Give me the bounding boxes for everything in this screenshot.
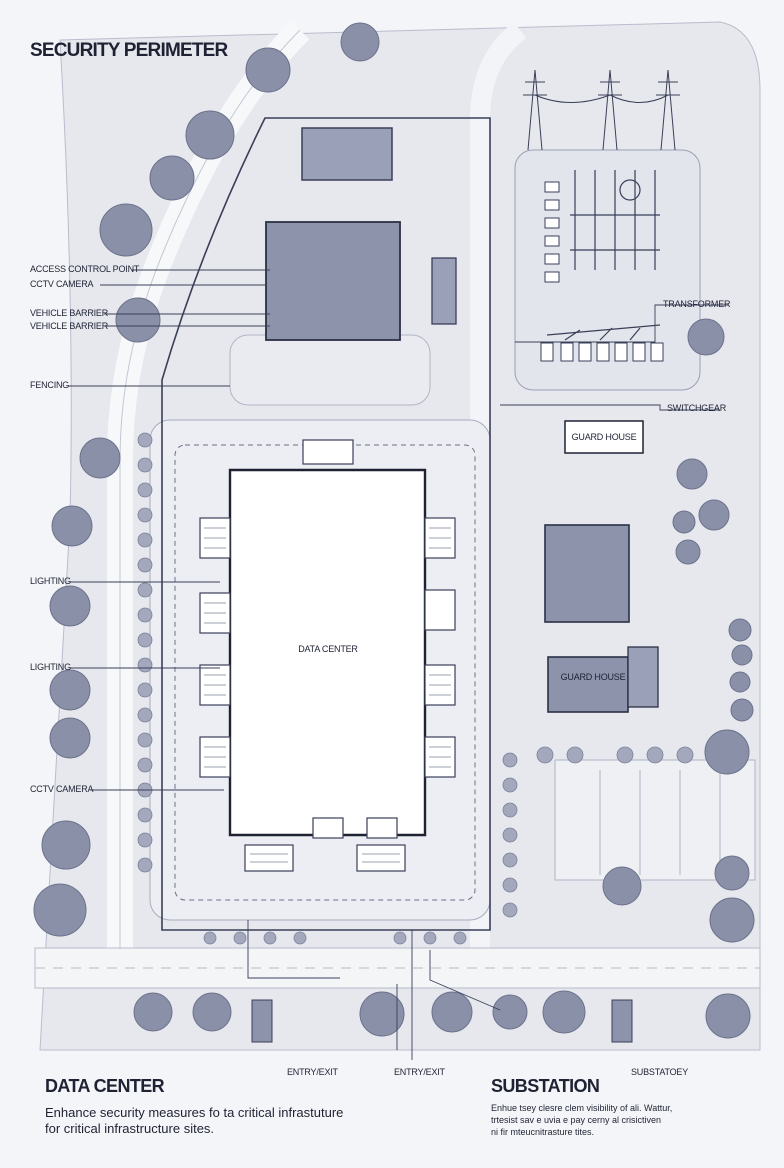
callout-entry-exit-2: ENTRY/EXIT — [394, 1067, 445, 1077]
footer-right-text-3: ni fir mteucnitrasture tites. — [491, 1127, 595, 1137]
data-center-building — [228, 468, 427, 837]
footer-right-text-2: trtesist sav e uvia e pay cerny al crisi… — [491, 1115, 662, 1125]
storage-building — [431, 257, 457, 325]
north-building — [301, 127, 393, 181]
guard-house-1-block — [564, 420, 644, 454]
callout-vehicle-barrier-1: VEHICLE BARRIER — [30, 308, 109, 318]
page-title: SECURITY PERIMETER — [30, 40, 228, 61]
footer-left-heading: DATA CENTER — [45, 1076, 165, 1096]
leader-lines — [68, 269, 728, 1060]
callout-lighting-1: LIGHTING — [30, 576, 71, 586]
callout-cctv-camera-top: CCTV CAMERA — [30, 279, 94, 289]
east-building — [544, 524, 630, 623]
label-guard-house-1: GUARD HOUSE — [571, 432, 637, 442]
switchgear-equipment — [540, 181, 664, 362]
callout-substation-small: SUBSTATOEY — [631, 1067, 689, 1077]
callout-access-control-point: ACCESS CONTROL POINT — [30, 264, 140, 274]
substation-yard — [514, 149, 701, 391]
callout-lighting-2: LIGHTING — [30, 662, 71, 672]
callout-entry-exit-1: ENTRY/EXIT — [287, 1067, 338, 1077]
footer-right-text-1: Enhue tsey clesre clem visibility of ali… — [491, 1103, 673, 1113]
footer-left-text-1: Enhance security measures fo ta critical… — [45, 1105, 344, 1120]
callout-cctv-camera-bottom: CCTV CAMERA — [30, 784, 94, 794]
east-road — [470, 22, 527, 950]
transmission-towers — [523, 69, 680, 151]
main-building — [265, 221, 401, 341]
callout-vehicle-barrier-2: VEHICLE BARRIER — [30, 321, 109, 331]
footer-right-heading: SUBSTATION — [491, 1076, 600, 1096]
trees — [33, 22, 755, 1039]
callout-transformer: TRANSFORMER — [663, 299, 731, 309]
footer-left-text-2: for critical infrastructure sites. — [45, 1121, 215, 1136]
label-guard-house-2: GUARD HOUSE — [560, 672, 626, 682]
callout-switchgear: SWITCHGEAR — [667, 403, 727, 413]
callout-fencing: FENCING — [30, 380, 70, 390]
label-data-center: DATA CENTER — [298, 644, 358, 654]
security-fence — [161, 117, 491, 931]
